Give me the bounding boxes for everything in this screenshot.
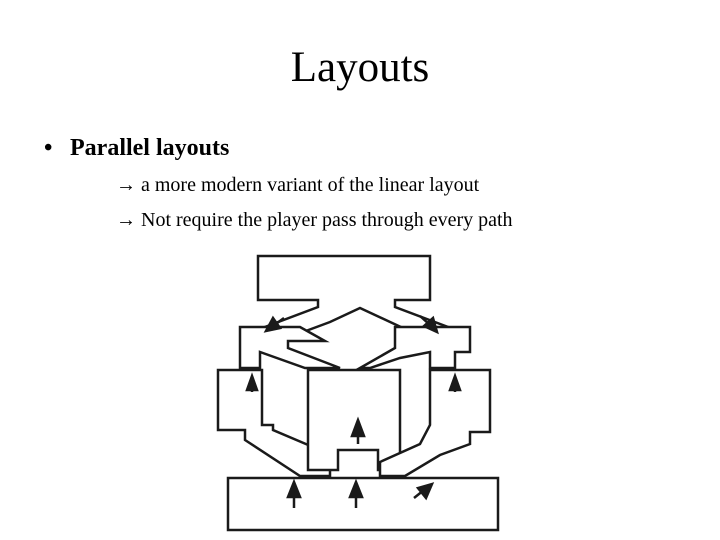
bullet-parallel-layouts: • Parallel layouts	[44, 132, 229, 164]
bottom-room	[226, 476, 500, 532]
parallel-layout-diagram	[216, 254, 500, 532]
arrow-head-icon	[263, 315, 283, 333]
subpoint-arrow-icon: →	[116, 174, 136, 196]
subpoint-text: a more modern variant of the linear layo…	[141, 174, 480, 196]
bullet-text: Parallel layouts	[70, 135, 230, 161]
middle-tall-room	[306, 368, 402, 472]
top-room	[256, 254, 450, 337]
subpoint-not-every-path: → Not require the player pass through ev…	[116, 207, 513, 233]
subpoint-modern-variant: → a more modern variant of the linear la…	[116, 172, 479, 198]
bullet-marker: •	[44, 135, 53, 161]
right-tall-room	[378, 368, 492, 478]
arrow-head-icon	[286, 478, 302, 499]
arrow-head-icon	[448, 372, 462, 392]
slide-title: Layouts	[290, 44, 430, 91]
left-upper-room	[238, 325, 341, 370]
arrow-head-icon	[421, 315, 439, 335]
arrow-head-icon	[415, 482, 435, 501]
right-upper-room	[355, 325, 472, 370]
arrow-head-icon	[245, 372, 259, 392]
arrow-head-icon	[350, 416, 366, 438]
subpoint-arrow-icon: →	[116, 209, 136, 231]
subpoint-text: Not require the player pass through ever…	[141, 209, 513, 231]
arrow-head-icon	[348, 478, 364, 499]
